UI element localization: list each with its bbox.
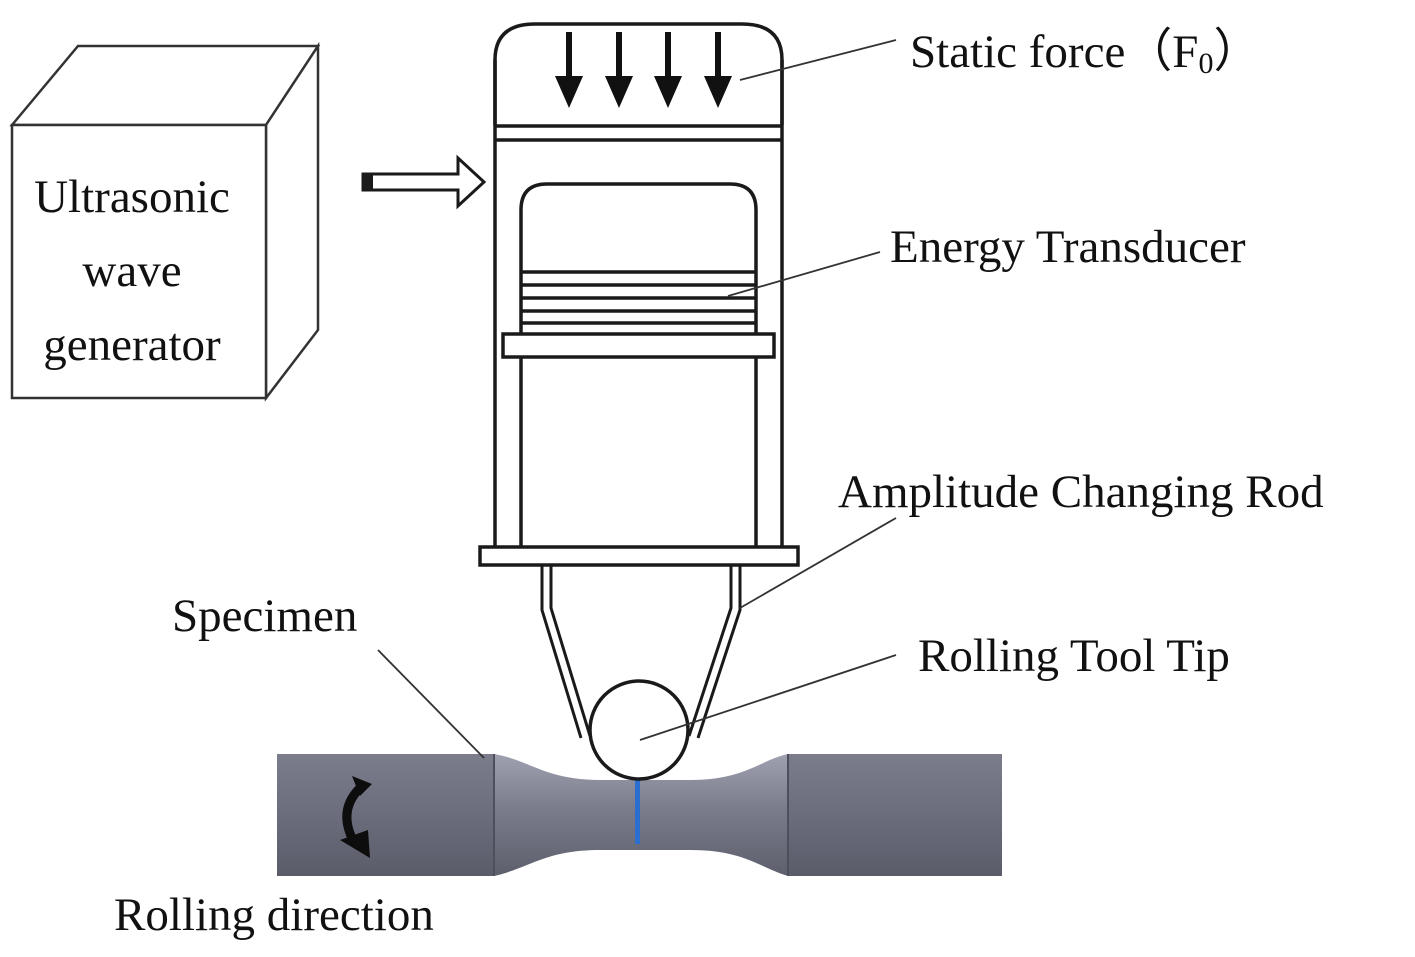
rolling-direction-label: Rolling direction (114, 889, 434, 941)
generator-label-line2: wave (82, 245, 181, 297)
down-arrow-icon (654, 32, 682, 108)
amplitude-rod-label: Amplitude Changing Rod (838, 466, 1324, 518)
down-arrow-icon (555, 32, 583, 108)
transducer-flange (501, 332, 776, 359)
specimen (277, 754, 1002, 876)
static-force-arrows (555, 32, 732, 108)
contact-line (635, 780, 640, 844)
rolling-tool-tip (588, 679, 690, 781)
rod-base-plate (478, 545, 800, 567)
generator-label-line3: generator (43, 319, 221, 371)
leader-lines (377, 39, 897, 759)
static-force-label: Static force（F0） (910, 26, 1260, 80)
generator-front-face (10, 123, 268, 400)
specimen-label: Specimen (172, 590, 357, 642)
generator-box (9, 41, 321, 402)
device-housing (493, 22, 784, 548)
specimen-left-grip (277, 754, 494, 876)
energy-transducer (501, 182, 776, 548)
housing-cap (493, 22, 784, 125)
signal-arrow-icon (361, 154, 487, 210)
generator-top-face (9, 44, 321, 127)
generator-label-line1: Ultrasonic (34, 171, 230, 223)
down-arrow-icon (704, 32, 732, 108)
amplitude-changing-rod (478, 545, 800, 739)
rotation-arrow-icon (340, 776, 372, 858)
rolling-tool-tip-label: Rolling Tool Tip (918, 630, 1230, 682)
down-arrow-icon (605, 32, 633, 108)
specimen-right-grip (788, 754, 1002, 876)
specimen-gauge (494, 754, 788, 876)
energy-transducer-label: Energy Transducer (890, 221, 1246, 273)
